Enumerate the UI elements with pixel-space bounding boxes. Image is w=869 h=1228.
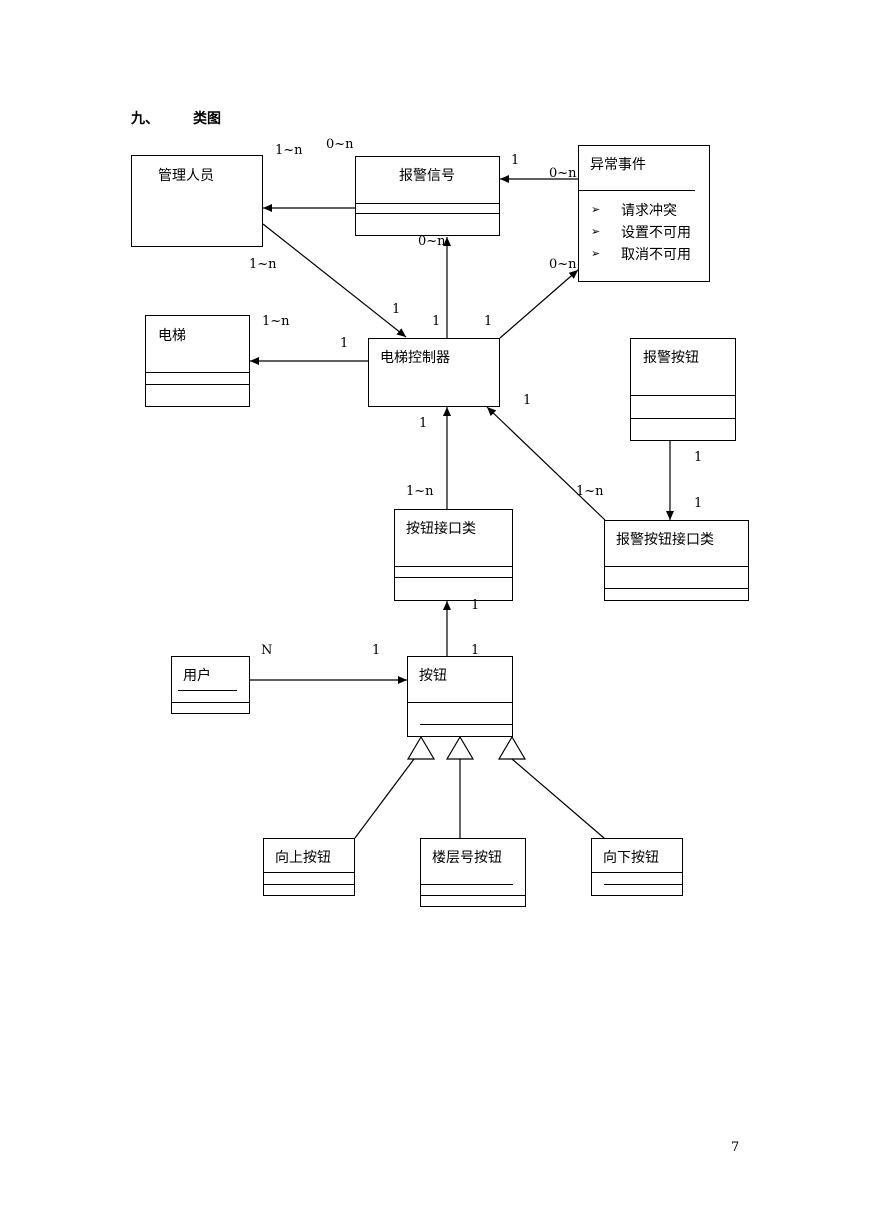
inherit-up-button <box>354 758 415 839</box>
bullet-arrow-icon: ➢ <box>591 247 601 260</box>
class-down-button: 向下按钮 <box>591 838 683 896</box>
multiplicity-label: 1~n <box>576 484 604 499</box>
method-divider <box>172 702 249 703</box>
method-divider <box>146 384 249 385</box>
multiplicity-label: 1~n <box>262 314 290 329</box>
method-divider <box>264 884 354 885</box>
class-name: 用户 <box>183 668 211 684</box>
class-elevator-controller: 电梯控制器 <box>368 338 500 407</box>
multiplicity-label: 1 <box>694 496 703 511</box>
class-name: 向上按钮 <box>275 850 331 866</box>
multiplicity-label: 1 <box>340 336 349 351</box>
class-name: 报警按钮接口类 <box>616 532 714 548</box>
multiplicity-label: 1 <box>419 416 428 431</box>
attribute-divider <box>264 872 354 873</box>
section-number: 九、 <box>131 111 159 127</box>
class-name: 向下按钮 <box>603 850 659 866</box>
class-name: 电梯 <box>158 328 186 344</box>
exception-item: 取消不可用 <box>621 247 691 263</box>
class-name: 按钮接口类 <box>406 521 476 537</box>
multiplicity-label: N <box>261 643 273 658</box>
class-name: 电梯控制器 <box>380 350 450 366</box>
method-divider <box>605 588 748 589</box>
class-name: 管理人员 <box>158 168 214 184</box>
method-divider <box>420 724 512 725</box>
class-floor-button: 楼层号按钮 <box>420 838 526 907</box>
multiplicity-label: 1 <box>471 643 480 658</box>
class-alarm-button-interface: 报警按钮接口类 <box>604 520 749 601</box>
attribute-divider <box>146 372 249 373</box>
exception-item: 请求冲突 <box>621 203 677 219</box>
attribute-divider <box>395 566 512 567</box>
multiplicity-label: 1~n <box>406 484 434 499</box>
attribute-divider <box>408 702 512 703</box>
section-heading: 九、 类图 <box>131 108 221 128</box>
multiplicity-label: 1~n <box>249 257 277 272</box>
class-name: 报警按钮 <box>643 350 699 366</box>
bullet-arrow-icon: ➢ <box>591 203 601 216</box>
assoc-admin-to-controller <box>262 223 407 338</box>
multiplicity-label: 1 <box>523 393 532 408</box>
method-divider <box>631 418 735 419</box>
class-up-button: 向上按钮 <box>263 838 355 896</box>
attribute-divider <box>631 395 735 396</box>
class-alarm-signal: 报警信号 <box>355 156 500 236</box>
class-name: 异常事件 <box>590 157 646 173</box>
attribute-divider <box>356 203 499 204</box>
multiplicity-label: 0~n <box>549 257 577 272</box>
exception-item: 设置不可用 <box>621 225 691 241</box>
class-alarm-button: 报警按钮 <box>630 338 736 441</box>
multiplicity-label: 1 <box>694 450 703 465</box>
attribute-divider <box>605 566 748 567</box>
assoc-alarmif-to-controller <box>486 406 606 521</box>
page-number: 7 <box>731 1140 740 1155</box>
class-name: 楼层号按钮 <box>432 850 502 866</box>
class-button: 按钮 <box>407 656 513 737</box>
section-title: 类图 <box>193 111 221 127</box>
method-divider <box>395 577 512 578</box>
assoc-controller-to-event <box>499 269 579 339</box>
multiplicity-label: 1 <box>484 314 493 329</box>
multiplicity-label: 1 <box>372 643 381 658</box>
multiplicity-label: 0~n <box>549 166 577 181</box>
multiplicity-label: 1 <box>392 302 401 317</box>
method-divider <box>356 213 499 214</box>
multiplicity-label: 0~n <box>326 137 354 152</box>
multiplicity-label: 1~n <box>275 143 303 158</box>
class-admin: 管理人员 <box>131 155 263 247</box>
multiplicity-label: 1 <box>471 598 480 613</box>
attribute-divider <box>421 884 513 885</box>
method-divider <box>604 884 682 885</box>
inherit-triangle-up <box>406 735 436 760</box>
inherit-down-button <box>511 758 605 839</box>
multiplicity-label: 1 <box>432 314 441 329</box>
bullet-arrow-icon: ➢ <box>591 225 601 238</box>
class-button-interface: 按钮接口类 <box>394 509 513 601</box>
inherit-triangle-floor <box>445 735 475 760</box>
class-exception-event: 异常事件 ➢ 请求冲突 ➢ 设置不可用 ➢ 取消不可用 <box>578 145 710 282</box>
multiplicity-label: 0~n <box>418 234 446 249</box>
class-name: 报警信号 <box>399 168 455 184</box>
multiplicity-label: 1 <box>511 153 520 168</box>
attribute-divider <box>579 190 695 191</box>
method-divider <box>421 895 525 896</box>
class-name: 按钮 <box>419 668 447 684</box>
attribute-divider <box>178 690 237 691</box>
inherit-triangle-down <box>497 735 527 760</box>
class-elevator: 电梯 <box>145 315 250 407</box>
class-user: 用户 <box>171 656 250 714</box>
attribute-divider <box>592 872 682 873</box>
